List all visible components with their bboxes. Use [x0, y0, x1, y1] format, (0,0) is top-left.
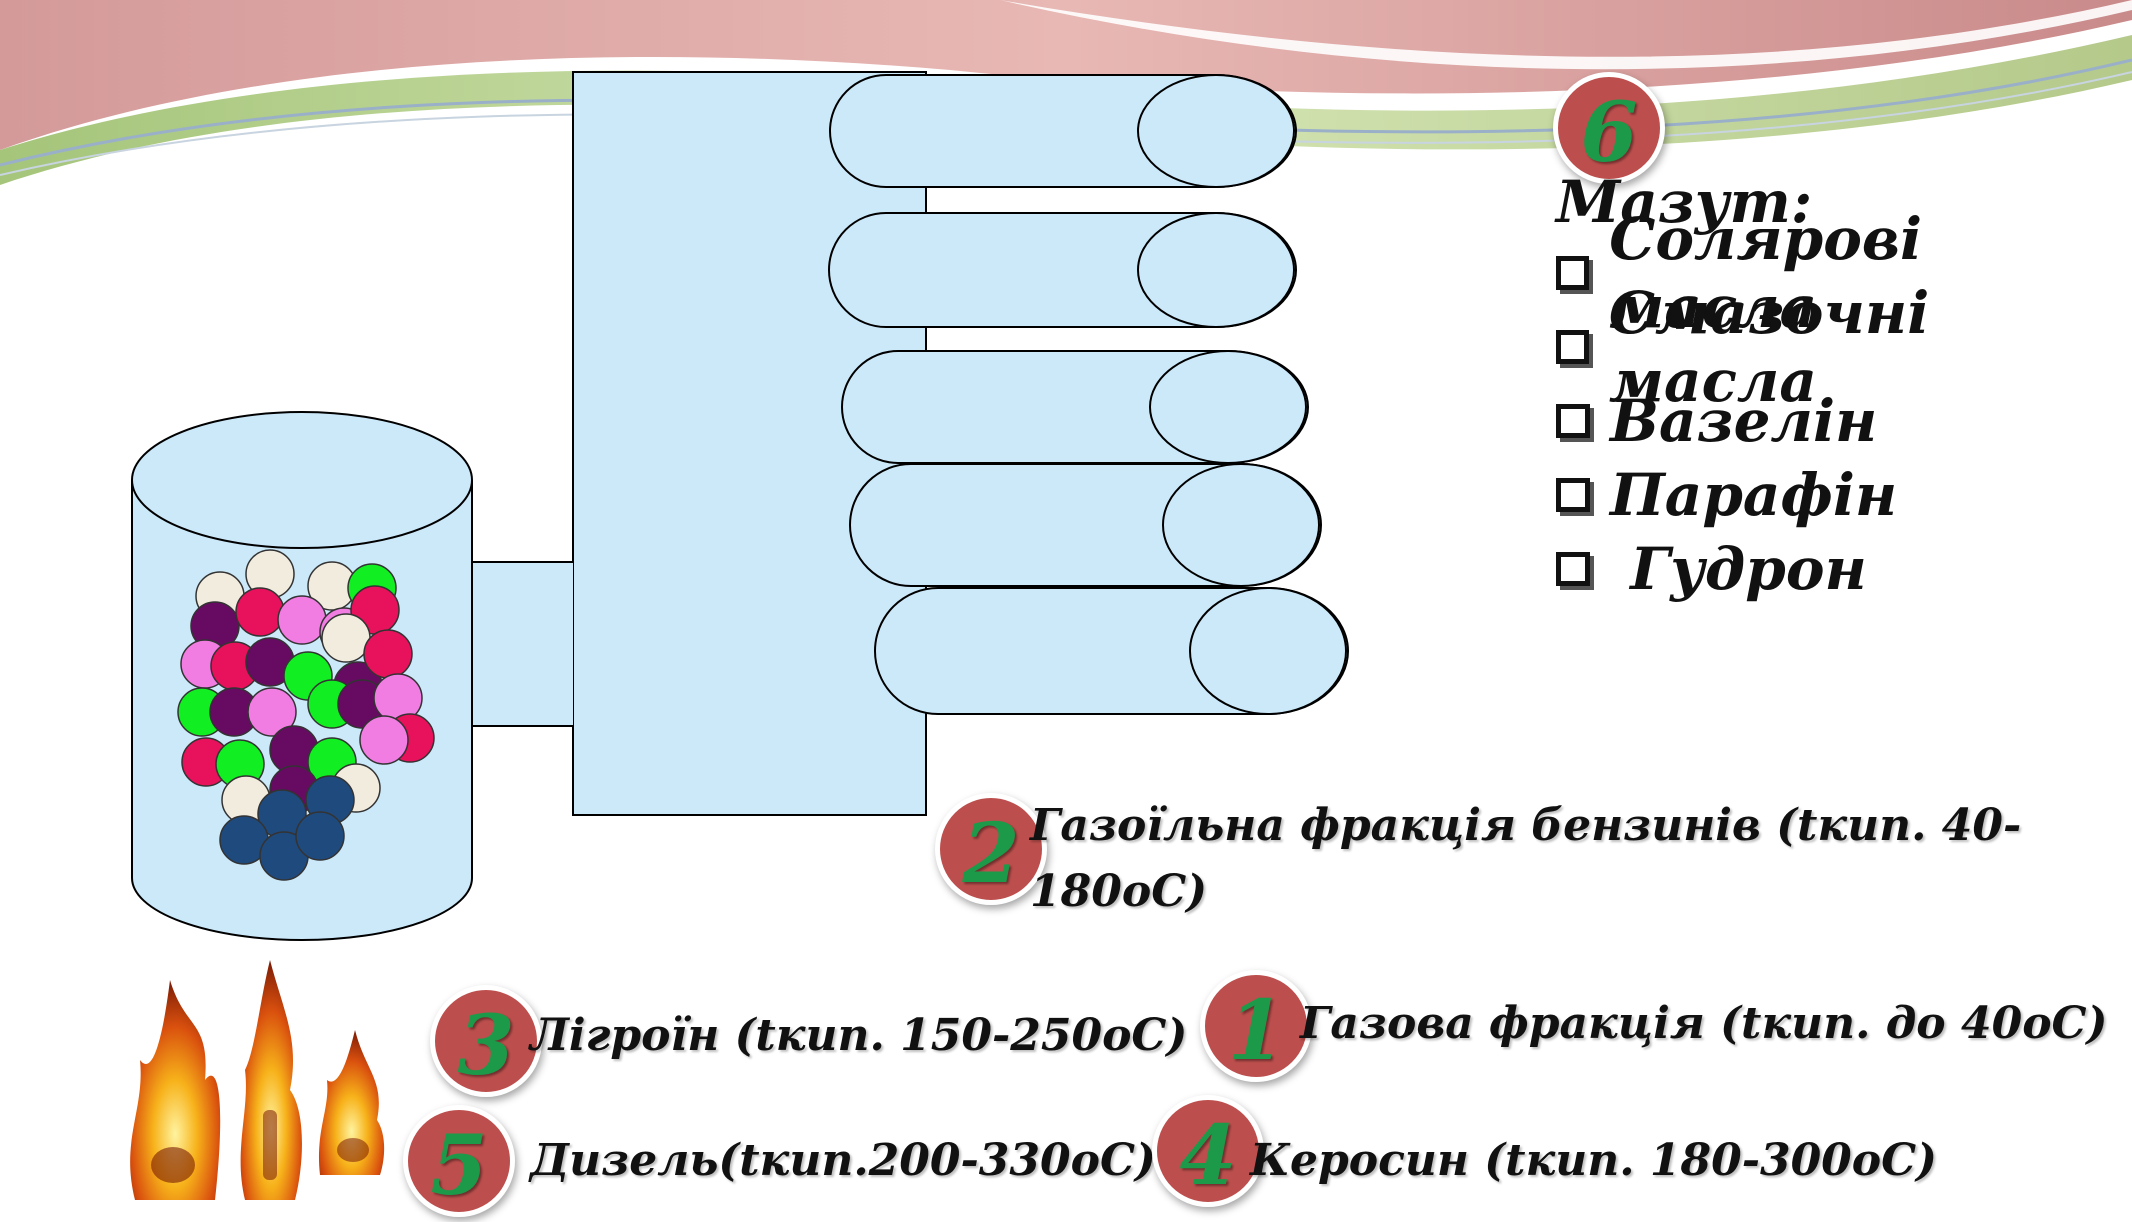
checkbox-bullet-icon: [1556, 404, 1590, 438]
fraction-2-label-line2: 180оС): [1030, 866, 1208, 917]
mazut-item: Парафін: [1556, 458, 2132, 532]
fraction-6-number: 6: [1580, 85, 1638, 181]
mazut-item: Солярові масла: [1556, 205, 2132, 341]
fraction-4-badge: 4: [1152, 1095, 1264, 1207]
molecule-ball: [363, 629, 413, 679]
molecule-ball: [295, 811, 345, 861]
outlet-tube-5: [874, 587, 1349, 715]
mazut-item-label: Солярові масла: [1609, 205, 1923, 341]
oil-tank-top: [131, 411, 473, 549]
mazut-item: Гудрон: [1556, 532, 2132, 606]
outlet-tube-1: [829, 74, 1297, 188]
checkbox-bullet-icon: [1556, 256, 1590, 290]
oil-molecules: [177, 549, 435, 881]
fraction-2-number: 2: [962, 806, 1020, 902]
checkbox-bullet-icon: [1556, 330, 1589, 364]
fraction-1-label: Газова фракція (tкип. до 40оС): [1300, 998, 2108, 1049]
fraction-3-badge: 3: [430, 985, 542, 1097]
mazut-item: Смазочні масла: [1556, 279, 2132, 415]
fraction-1-number: 1: [1227, 983, 1285, 1079]
molecule-ball: [235, 587, 285, 637]
mazut-item-label: Смазочні масла: [1608, 279, 1930, 415]
mazut-title: Мазут:: [1556, 168, 1813, 236]
outlet-tube-4: [849, 463, 1322, 587]
fraction-6-badge: 6: [1553, 72, 1665, 184]
mazut-item: Вазелін: [1556, 384, 2132, 458]
fraction-5-number: 5: [430, 1118, 488, 1214]
mazut-item-label: Парафін: [1610, 461, 1898, 529]
molecule-ball: [247, 687, 297, 737]
fraction-1-badge: 1: [1200, 970, 1312, 1082]
checkbox-bullet-icon: [1556, 478, 1590, 512]
molecule-ball: [321, 613, 371, 663]
fraction-3-number: 3: [457, 998, 515, 1094]
mazut-item-label: Гудрон: [1610, 535, 1867, 603]
fraction-5-label: Дизель(tкип.200-330оС): [530, 1135, 1156, 1186]
checkbox-bullet-icon: [1556, 552, 1590, 586]
fraction-4-number: 4: [1179, 1108, 1237, 1204]
fraction-5-badge: 5: [403, 1105, 515, 1217]
outlet-tube-2: [828, 212, 1297, 328]
fraction-4-label: Керосин (tкип. 180-300оС): [1250, 1135, 1937, 1186]
outlet-tube-3: [841, 350, 1309, 464]
mazut-item-label: Вазелін: [1610, 387, 1878, 455]
molecule-ball: [359, 715, 409, 765]
mazut-products-list: Солярові масла Смазочні масла Вазелін Па…: [1556, 205, 2132, 606]
molecule-ball: [277, 595, 327, 645]
fraction-2-label-line1: Газоїльна фракція бензинів (tкип. 40-: [1030, 800, 2022, 851]
fraction-2-badge: 2: [935, 793, 1047, 905]
fraction-3-label: Лігроїн (tкип. 150-250оС): [530, 1010, 1188, 1061]
fire-flames: [130, 960, 385, 1200]
